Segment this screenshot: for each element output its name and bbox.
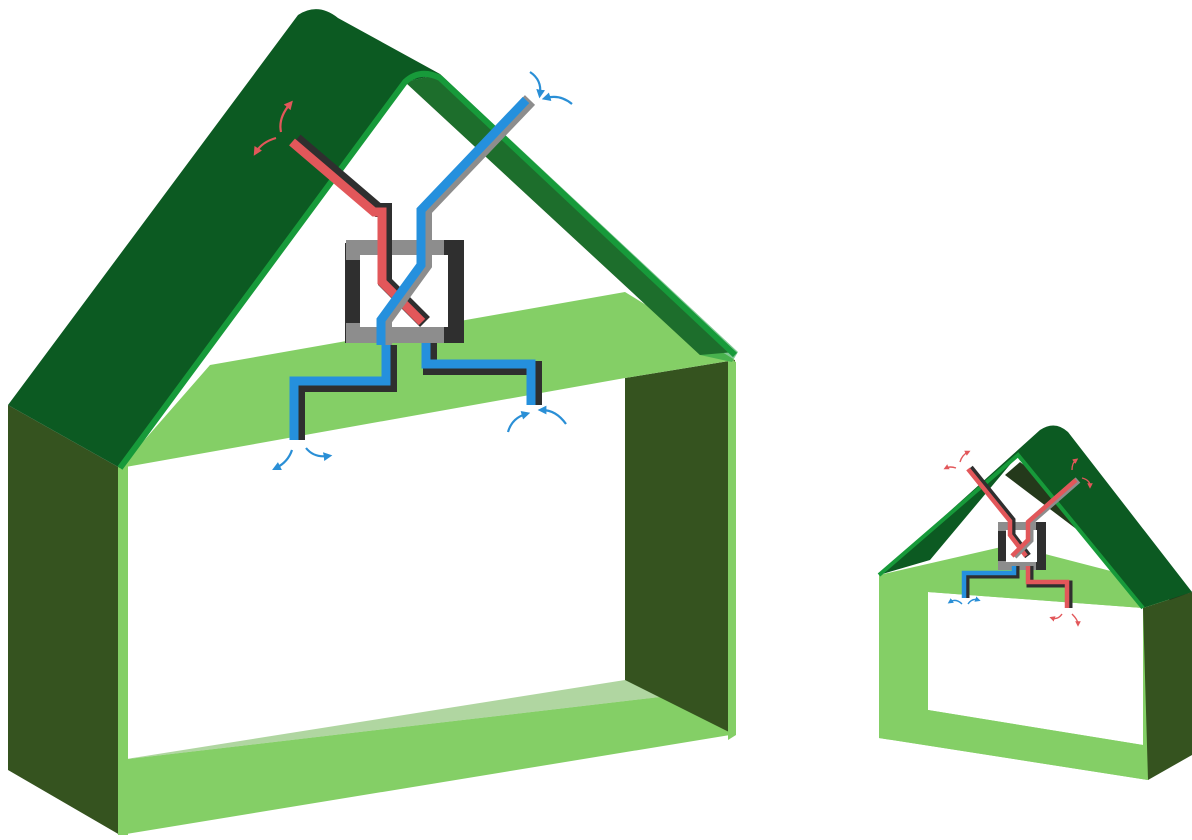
large-house-right-wall bbox=[625, 360, 735, 735]
large-house-ceiling bbox=[120, 292, 735, 468]
large-intake-arrow-right bbox=[541, 92, 573, 105]
large-house-left-edge bbox=[118, 466, 128, 835]
large-room-duct-right bbox=[421, 343, 542, 405]
large-house-floor-shade bbox=[120, 680, 720, 760]
large-exhaust-arrow-left bbox=[253, 136, 277, 156]
small-arrow-red-2 bbox=[943, 464, 957, 470]
small-arrow-red-3 bbox=[1071, 458, 1079, 471]
large-heat-exchanger bbox=[345, 240, 464, 343]
large-house-right-edge bbox=[728, 358, 736, 740]
small-room-duct-right bbox=[1025, 566, 1073, 608]
large-room-arrow-4 bbox=[537, 405, 567, 425]
large-intake-arrow-top bbox=[529, 71, 545, 99]
large-room-arrow-3 bbox=[506, 410, 531, 433]
large-room-duct-left bbox=[289, 345, 397, 440]
large-house-left-wall bbox=[8, 405, 120, 835]
small-house-roof-edge-line bbox=[877, 452, 1145, 610]
small-arrow-red-1 bbox=[959, 450, 971, 463]
large-house-roof bbox=[8, 9, 440, 468]
small-room-duct-left bbox=[961, 566, 1020, 598]
small-house-front-frame bbox=[879, 575, 1148, 780]
large-house-floor bbox=[120, 690, 732, 835]
small-exhaust-duct-right bbox=[1010, 477, 1081, 559]
small-arrow-blue-2 bbox=[967, 596, 981, 605]
large-room-arrow-2 bbox=[305, 447, 333, 461]
small-house-roof bbox=[879, 425, 1192, 608]
large-exhaust-arrow-up bbox=[279, 100, 293, 133]
large-house-roof-edge-line bbox=[117, 70, 738, 470]
large-house bbox=[8, 9, 738, 835]
small-house bbox=[877, 425, 1192, 780]
small-arrow-red-4 bbox=[1081, 477, 1093, 489]
small-arrow-red-6 bbox=[1071, 613, 1081, 627]
small-arrow-blue-1 bbox=[947, 598, 963, 605]
large-room-arrow-1 bbox=[272, 449, 294, 470]
large-supply-duct bbox=[376, 95, 536, 345]
small-arrow-red-5 bbox=[1049, 613, 1063, 622]
small-house-right-wall bbox=[1143, 592, 1192, 780]
